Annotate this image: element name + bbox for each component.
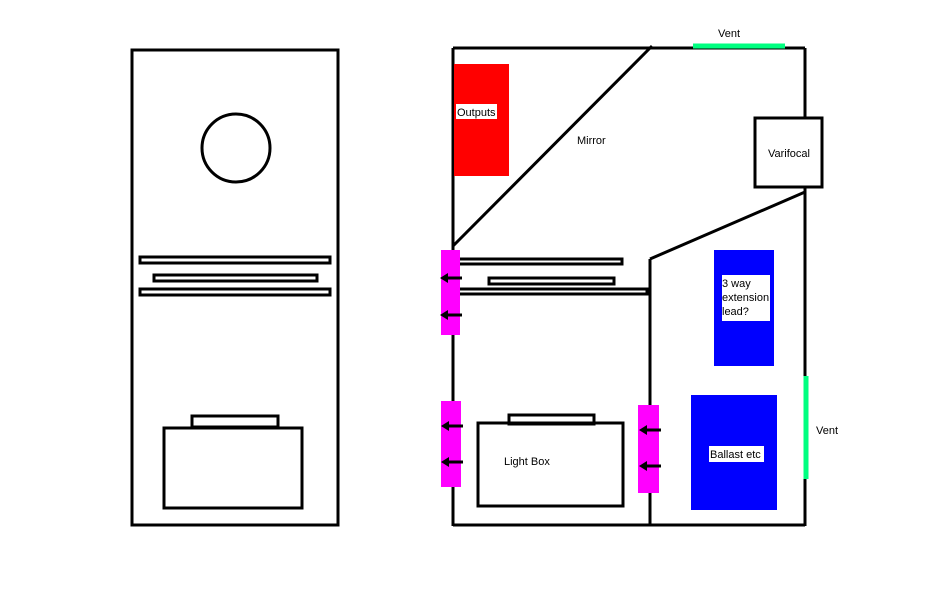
label-varifocal: Varifocal bbox=[768, 148, 810, 160]
front-lightbox-top bbox=[190, 414, 280, 429]
label-light-box: Light Box bbox=[504, 456, 550, 468]
front-cabinet-outline bbox=[130, 48, 340, 527]
front-shelf-lower bbox=[138, 287, 332, 297]
left-arrow-icon bbox=[639, 461, 661, 471]
partition-slope bbox=[649, 190, 806, 261]
front-shelf-upper bbox=[138, 255, 332, 265]
front-lens-circle bbox=[200, 112, 272, 184]
side-shelf-lower bbox=[453, 287, 649, 296]
label-vent-right: Vent bbox=[816, 425, 838, 437]
outputs-label-bg bbox=[456, 104, 497, 119]
fan-lower-right bbox=[638, 405, 659, 493]
front-lightbox bbox=[162, 426, 304, 510]
label-extension-1: 3 way bbox=[722, 278, 751, 290]
label-mirror: Mirror bbox=[577, 135, 606, 147]
left-arrow-icon bbox=[440, 273, 462, 283]
side-shelf-upper bbox=[453, 257, 624, 266]
label-outputs: Outputs bbox=[457, 107, 496, 119]
outputs-block bbox=[454, 64, 509, 176]
left-arrow-icon bbox=[441, 421, 463, 431]
side-view: Light Box Outputs Mirror Varifocal Vent … bbox=[440, 28, 838, 527]
label-vent-top: Vent bbox=[718, 28, 740, 40]
left-arrow-icon bbox=[440, 310, 462, 320]
fan-lower-left bbox=[441, 401, 461, 487]
side-lightbox bbox=[476, 421, 625, 508]
fan-upper bbox=[441, 250, 460, 335]
left-arrow-icon bbox=[441, 457, 463, 467]
ballast-label-bg bbox=[709, 446, 764, 462]
extension-label-bg bbox=[722, 275, 770, 321]
side-shelf-middle bbox=[487, 276, 616, 286]
label-ballast: Ballast etc bbox=[710, 449, 761, 461]
label-extension-3: lead? bbox=[722, 306, 749, 318]
mirror-line bbox=[451, 44, 654, 248]
front-view bbox=[130, 48, 340, 527]
left-arrow-icon bbox=[639, 425, 661, 435]
front-shelf-middle bbox=[152, 273, 319, 283]
varifocal-box bbox=[753, 116, 824, 189]
label-extension-2: extension bbox=[722, 292, 769, 304]
